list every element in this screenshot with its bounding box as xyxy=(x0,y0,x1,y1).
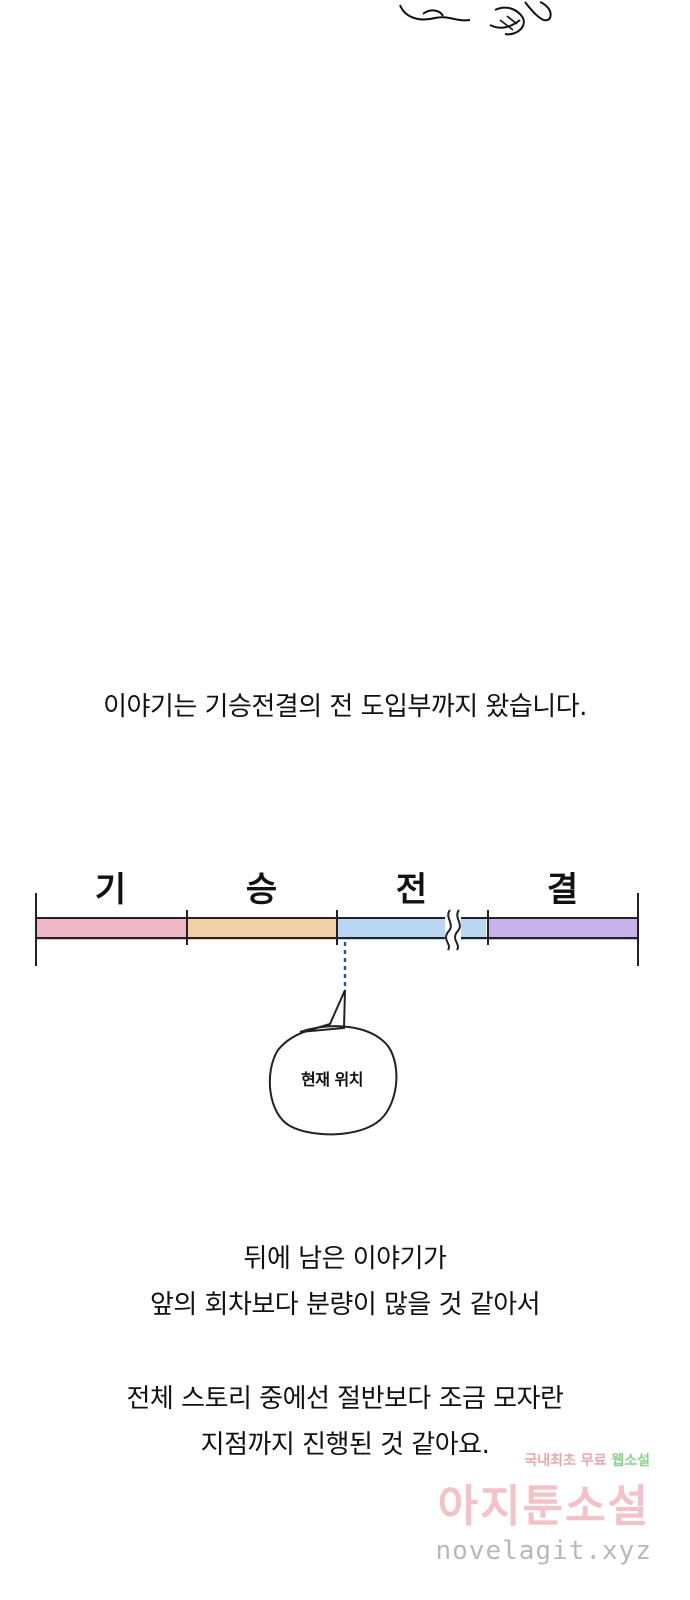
watermark-tagline: 국내최초 무료 웹소설 xyxy=(524,1450,650,1470)
paragraph-2-line-1: 전체 스토리 중에선 절반보다 조금 모자란 xyxy=(0,1376,690,1422)
watermark-tagline-text: 국내최초 무료 xyxy=(524,1453,606,1469)
paragraph-1: 뒤에 남은 이야기가 앞의 회차보다 분량이 많을 것 같아서 xyxy=(0,1236,690,1328)
watermark-domain: novelagit.xyz xyxy=(436,1536,653,1566)
timeline-overlay xyxy=(0,880,690,1150)
watermark-tagline-green: 웹소설 xyxy=(611,1453,650,1469)
current-position-label: 현재 위치 xyxy=(268,1066,396,1090)
character-sketch-fragment xyxy=(395,0,560,42)
paragraph-1-line-1: 뒤에 남은 이야기가 xyxy=(0,1236,690,1282)
paragraph-1-line-2: 앞의 회차보다 분량이 많을 것 같아서 xyxy=(0,1282,690,1328)
intro-text: 이야기는 기승전결의 전 도입부까지 왔습니다. xyxy=(0,686,690,723)
watermark-brand: 아지툰소설 xyxy=(438,1470,650,1534)
